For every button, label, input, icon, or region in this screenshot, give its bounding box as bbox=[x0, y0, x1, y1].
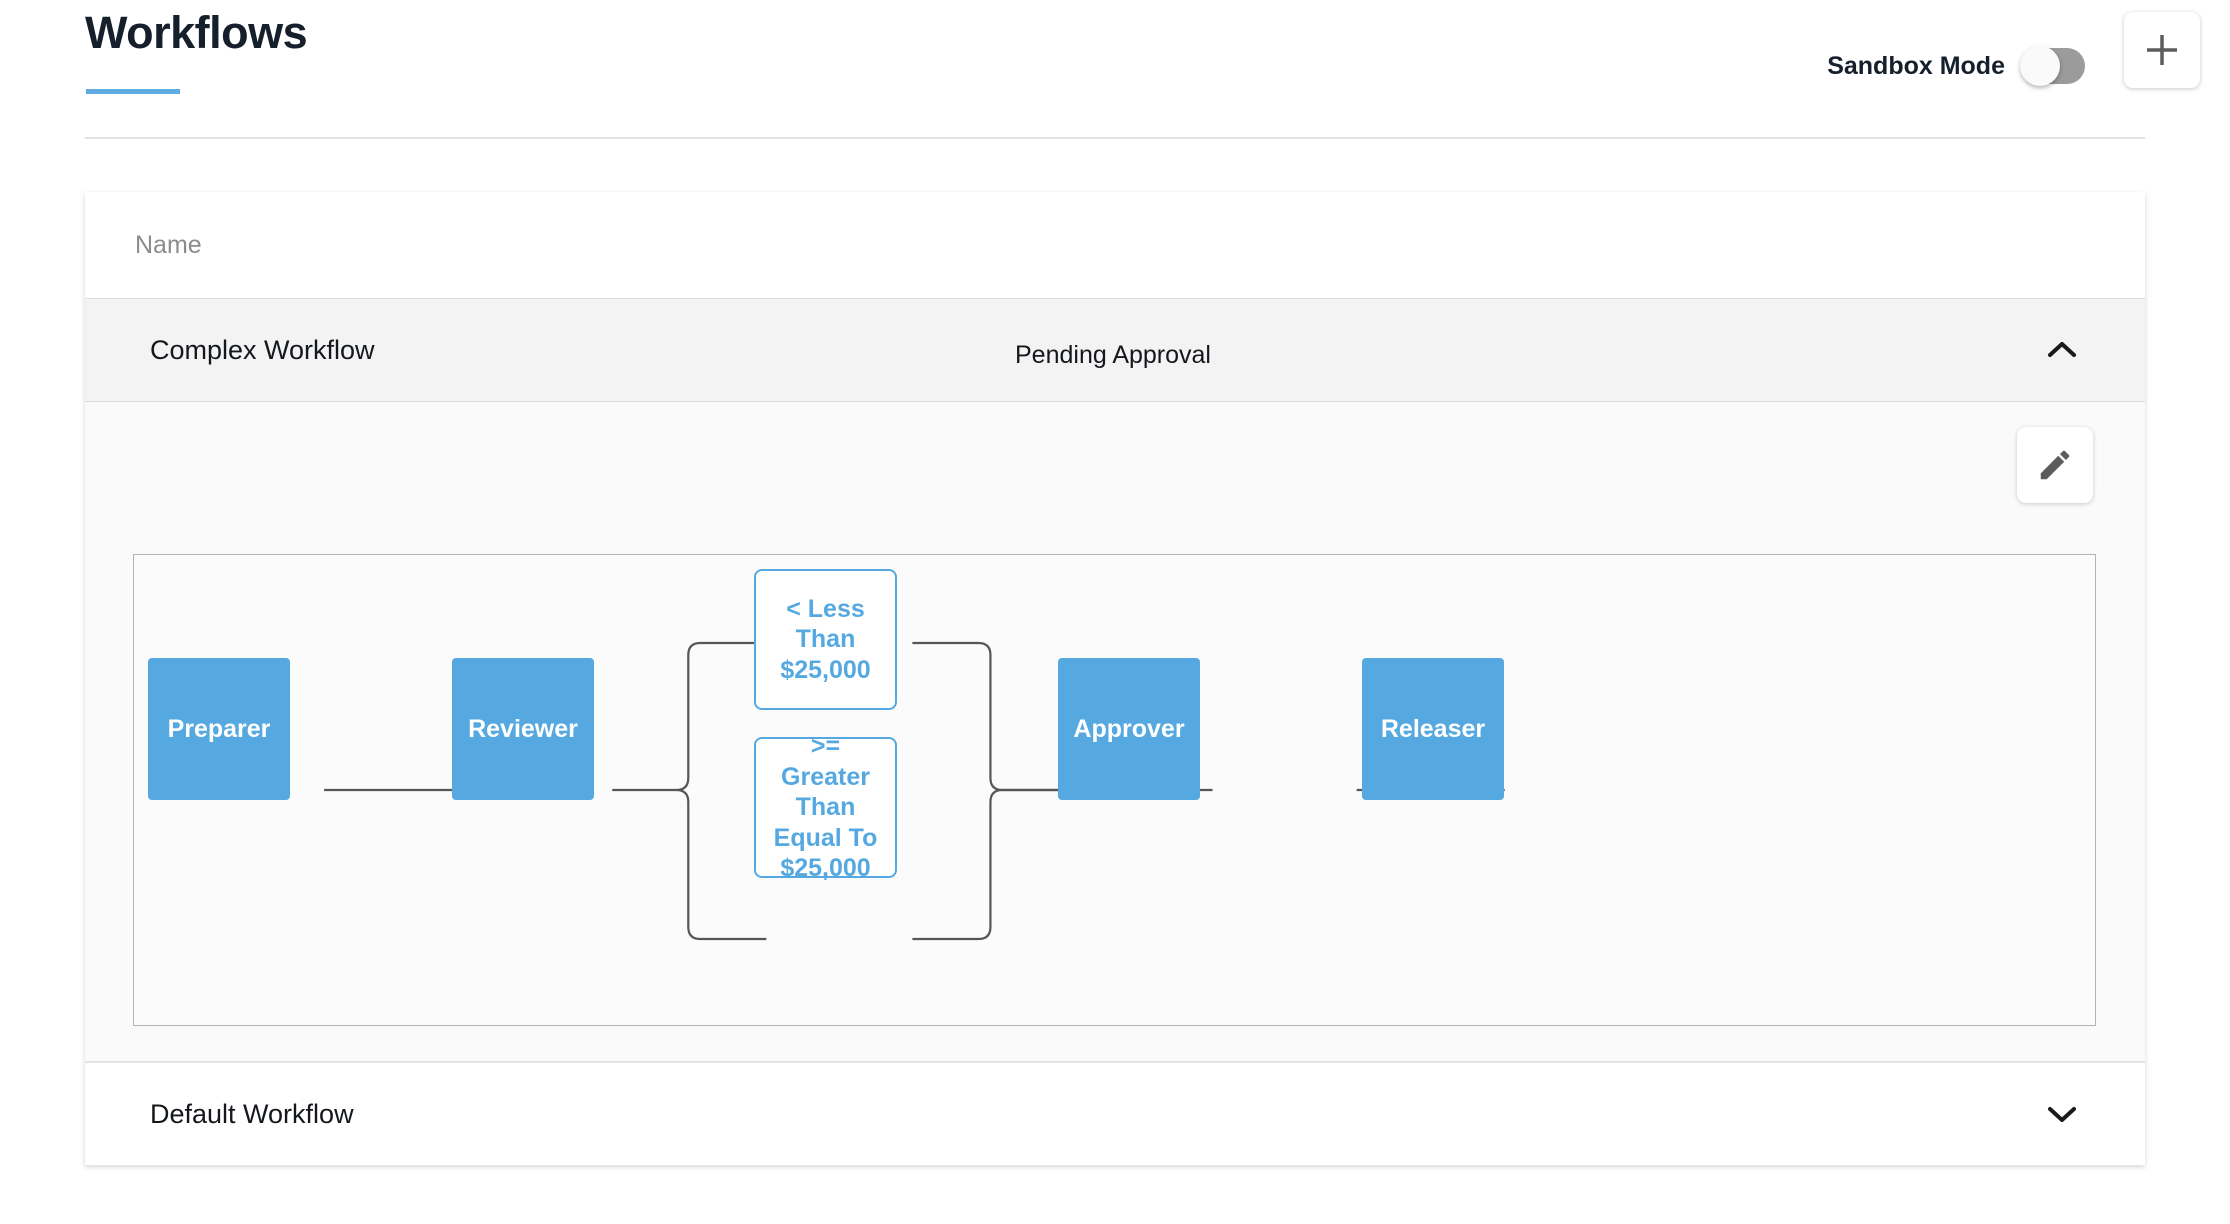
node-label: Preparer bbox=[167, 714, 271, 743]
workflow-row-default[interactable]: Default Workflow bbox=[85, 1062, 2145, 1165]
page-title: Workflows bbox=[85, 7, 308, 58]
workflow-node-releaser[interactable]: Releaser bbox=[1362, 658, 1504, 800]
sandbox-mode-label: Sandbox Mode bbox=[1827, 51, 2005, 80]
workflow-name: Default Workflow bbox=[150, 1098, 354, 1129]
node-label: Releaser bbox=[1380, 714, 1486, 743]
header-divider bbox=[85, 137, 2145, 139]
toggle-knob bbox=[2020, 46, 2060, 86]
chevron-up-icon[interactable] bbox=[2047, 340, 2077, 360]
workflow-diagram-canvas[interactable]: Preparer Reviewer < Less Than $25,000 >=… bbox=[133, 554, 2096, 1026]
pencil-icon bbox=[2040, 450, 2070, 480]
table-column-header: Name bbox=[85, 192, 2145, 299]
workflow-node-preparer[interactable]: Preparer bbox=[148, 658, 290, 800]
workflow-node-approver[interactable]: Approver bbox=[1058, 658, 1200, 800]
chevron-down-icon[interactable] bbox=[2047, 1104, 2077, 1124]
workflow-row-complex[interactable]: Complex Workflow Pending Approval bbox=[85, 299, 2145, 402]
workflow-detail-panel: Preparer Reviewer < Less Than $25,000 >=… bbox=[85, 402, 2145, 1062]
node-label: Reviewer bbox=[468, 714, 578, 743]
workflow-node-reviewer[interactable]: Reviewer bbox=[452, 658, 594, 800]
page-header: Workflows Sandbox Mode bbox=[0, 0, 2230, 140]
workflow-status: Pending Approval bbox=[1015, 341, 1211, 369]
plus-icon bbox=[2147, 35, 2177, 65]
add-workflow-button[interactable] bbox=[2124, 12, 2200, 88]
sandbox-mode-toggle[interactable] bbox=[2020, 46, 2085, 86]
node-label: >= Greater Than Equal To $25,000 bbox=[773, 732, 878, 883]
workflow-node-condition-greater-equal[interactable]: >= Greater Than Equal To $25,000 bbox=[754, 732, 897, 882]
workflow-name: Complex Workflow bbox=[150, 334, 375, 365]
node-label: < Less Than $25,000 bbox=[780, 594, 871, 684]
sandbox-mode-control[interactable]: Sandbox Mode bbox=[1827, 46, 2085, 86]
edit-workflow-button[interactable] bbox=[2017, 427, 2093, 503]
title-underline bbox=[86, 89, 180, 94]
workflow-node-condition-less-than[interactable]: < Less Than $25,000 bbox=[754, 569, 897, 710]
node-label: Approver bbox=[1073, 714, 1185, 743]
column-header-name: Name bbox=[135, 230, 202, 259]
workflows-panel: Name Complex Workflow Pending Approval bbox=[85, 192, 2145, 1165]
